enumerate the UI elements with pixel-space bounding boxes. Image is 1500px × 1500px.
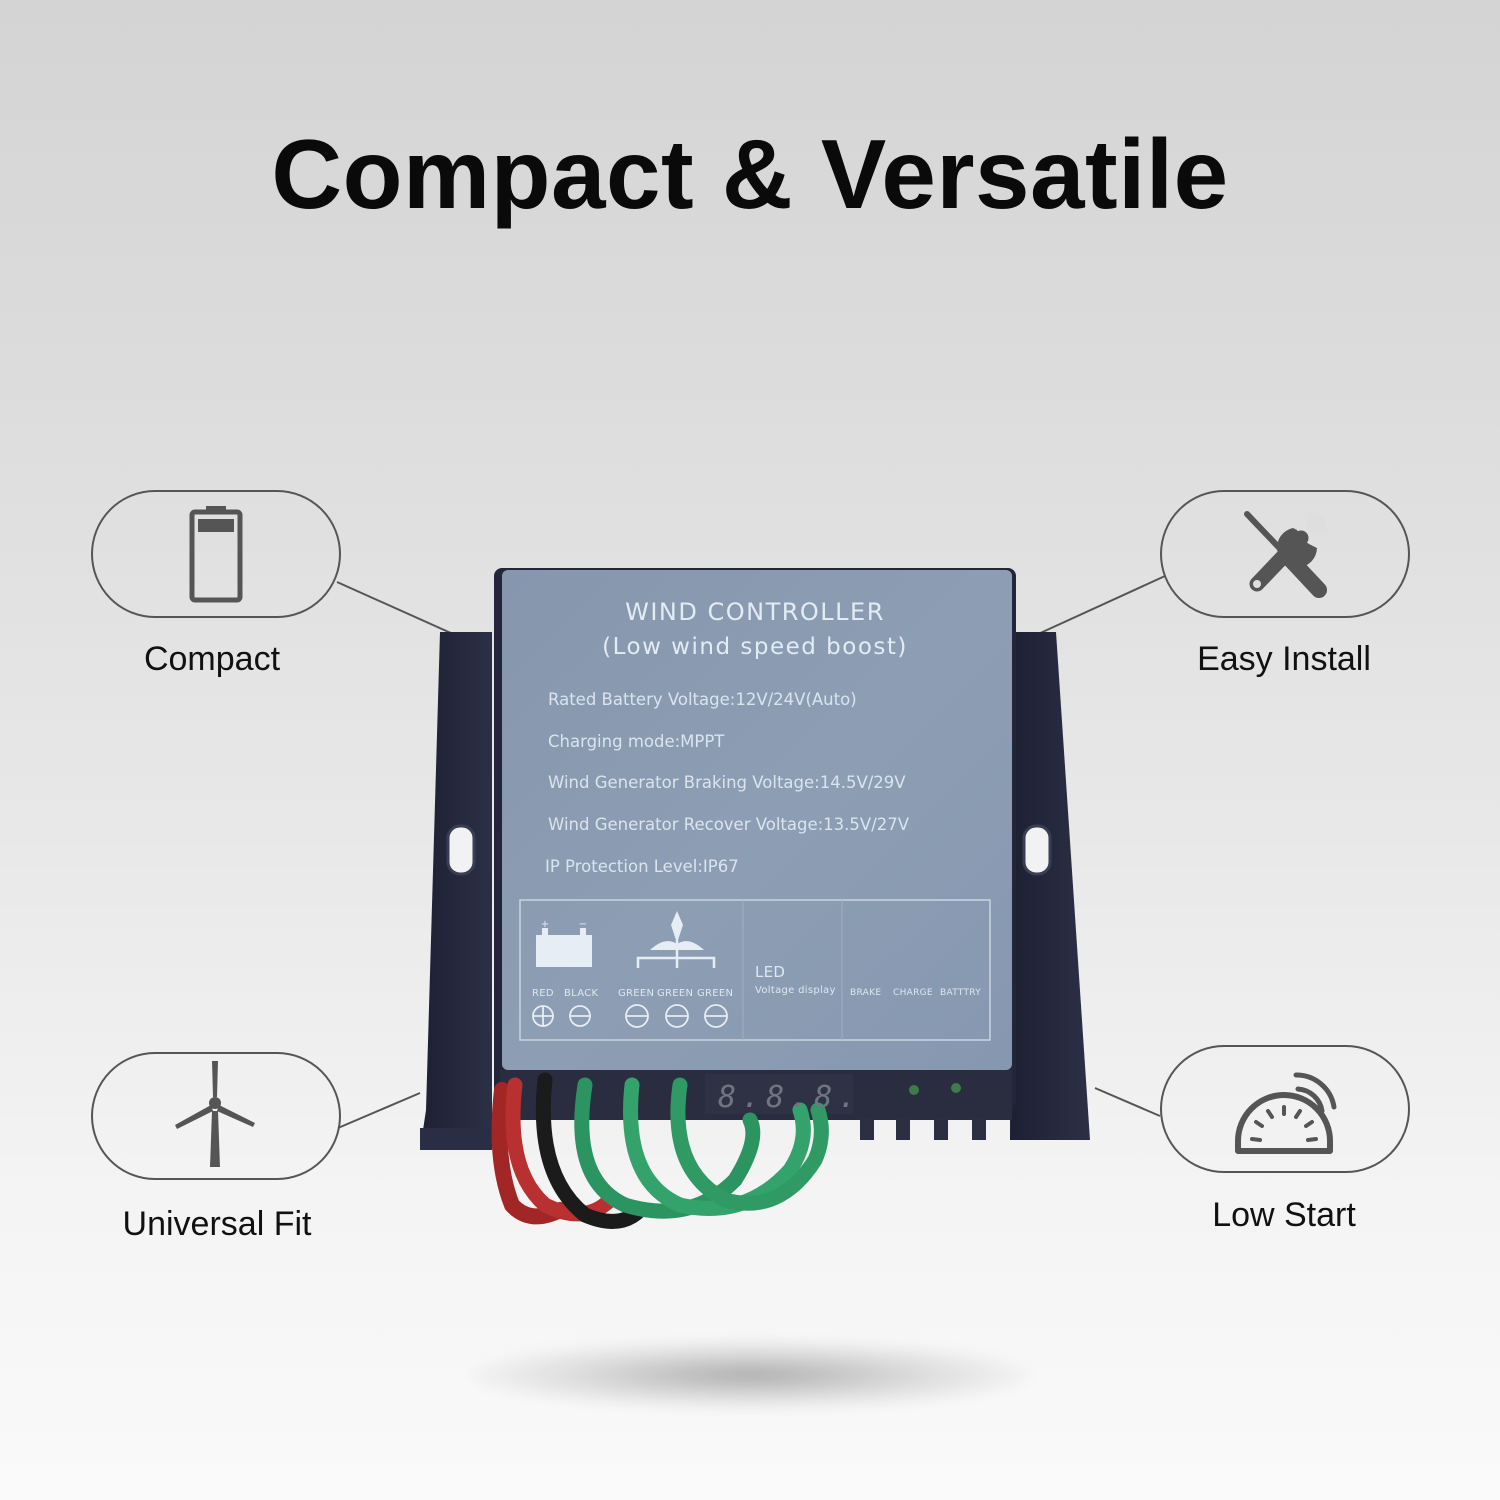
speedometer-icon <box>1235 1072 1337 1154</box>
spec-line: Wind Generator Braking Voltage:14.5V/29V <box>548 773 906 792</box>
product-title: WIND CONTROLLER <box>625 598 885 626</box>
indicator-label: BRAKE <box>850 988 882 998</box>
feature-pill <box>1160 490 1410 618</box>
feature-label: Low Start <box>1212 1196 1356 1234</box>
led-sublabel: Voltage display <box>755 985 836 996</box>
indicator-label: CHARGE <box>893 988 933 998</box>
wind-turbine-icon <box>175 1061 255 1167</box>
terminal-label: GREEN <box>618 988 655 999</box>
spec-line: Charging mode:MPPT <box>548 732 725 751</box>
svg-text:+: + <box>541 919 549 930</box>
terminal-label: GREEN <box>697 988 734 999</box>
feature-label: Easy Install <box>1197 640 1371 678</box>
terminal-label: RED <box>532 988 554 999</box>
spec-line: IP Protection Level:IP67 <box>545 857 739 876</box>
spec-line: Rated Battery Voltage:12V/24V(Auto) <box>548 690 857 709</box>
battery-icon <box>189 506 243 603</box>
device-shadow <box>470 1340 1030 1410</box>
feature-label: Compact <box>143 640 281 678</box>
feature-pill <box>91 1052 341 1180</box>
indicator-label: BATTTRY <box>940 988 982 998</box>
product-subtitle: (Low wind speed boost) <box>602 634 908 660</box>
svg-text:−: − <box>579 919 587 930</box>
voltage-display: 8.8.8. <box>718 1080 863 1115</box>
led-label: LED <box>755 963 786 981</box>
page-title: Compact & Versatile <box>271 119 1229 229</box>
feature-pill <box>91 490 341 618</box>
terminal-label: GREEN <box>657 988 694 999</box>
spec-line: Wind Generator Recover Voltage:13.5V/27V <box>548 815 910 834</box>
feature-label: Universal Fit <box>122 1205 312 1243</box>
feature-pill <box>1160 1045 1410 1173</box>
wrench-screwdriver-icon <box>1244 511 1329 598</box>
terminal-label: BLACK <box>564 988 599 999</box>
